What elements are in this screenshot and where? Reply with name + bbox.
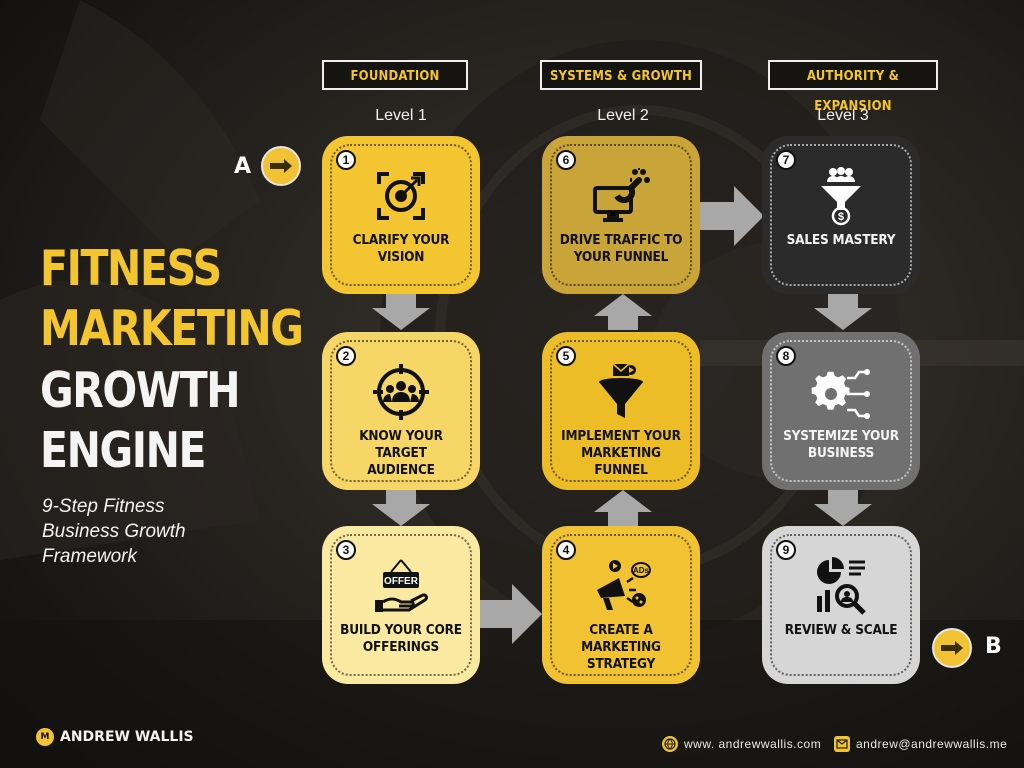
arrow-step5-to-step6 bbox=[594, 294, 652, 330]
step-label-2-line-1: KNOW YOUR TARGET bbox=[359, 428, 443, 461]
arrow-step2-to-step3 bbox=[372, 490, 430, 526]
title-marketing: MARKETING bbox=[40, 300, 304, 357]
gear-icon bbox=[811, 369, 870, 419]
step-label-4-line-1: CREATE A MARKETING bbox=[581, 622, 661, 655]
arrow-step6-to-step7 bbox=[700, 186, 764, 246]
step-card-4: 4 ADs CREATE A MARKETING STRATEGY bbox=[542, 526, 700, 684]
end-marker-letter: B bbox=[985, 634, 1002, 659]
arrow-step8-to-step9 bbox=[814, 490, 872, 526]
arrow-step4-to-step5 bbox=[594, 490, 652, 526]
start-arrow-icon bbox=[261, 146, 301, 186]
step-card-9: 9 REVIEW & SCALE bbox=[762, 526, 920, 684]
step-card-3: 3 OFFER BUILD YOUR CORE OFFERINGS bbox=[322, 526, 480, 684]
step-card-2-frame: 2 KNOW YOUR TARGET AUDIENCE bbox=[330, 340, 472, 482]
step-label-1-line-2: VISION bbox=[377, 249, 425, 265]
level-2-label: Level 2 bbox=[597, 107, 649, 124]
step-card-8-frame: 8 SYSTEMIZE YOUR BUSINESS bbox=[770, 340, 912, 482]
arrow-step7-to-step8 bbox=[814, 294, 872, 330]
step-label-7-line-1: SALES MASTERY bbox=[786, 232, 896, 248]
step-card-4-frame: 4 ADs CREATE A MARKETING STRATEGY bbox=[550, 534, 692, 676]
target-icon bbox=[377, 172, 425, 220]
step-number-9: 9 bbox=[776, 540, 796, 560]
step-label-1: CLARIFY YOUR VISION bbox=[336, 232, 466, 266]
funnel-icon bbox=[599, 363, 643, 418]
step-label-4-line-2: STRATEGY bbox=[586, 656, 656, 672]
end-arrow-icon bbox=[932, 628, 972, 668]
step-card-1: 1 CLARIFY YOUR VISION bbox=[322, 136, 480, 294]
step-number-8: 8 bbox=[776, 346, 796, 366]
level-1-header: FOUNDATION bbox=[322, 60, 468, 90]
subtitle-line-1: 9-Step Fitness bbox=[42, 496, 165, 517]
step-label-8-line-1: SYSTEMIZE YOUR bbox=[783, 428, 899, 444]
brand-name: ANDREW WALLIS bbox=[60, 729, 194, 745]
website-link[interactable]: www. andrewwallis.com bbox=[662, 736, 821, 752]
title-engine: ENGINE bbox=[40, 422, 207, 479]
step-label-6-line-1: DRIVE TRAFFIC TO bbox=[559, 232, 683, 248]
subtitle: 9-Step Fitness Business Growth Framework bbox=[42, 494, 242, 569]
step-label-6-line-2: YOUR FUNNEL bbox=[573, 249, 669, 265]
step-label-3: BUILD YOUR CORE OFFERINGS bbox=[336, 622, 466, 656]
brand-logo-icon: М bbox=[36, 728, 54, 746]
step-label-4: CREATE A MARKETING STRATEGY bbox=[556, 622, 686, 673]
step-label-3-line-2: OFFERINGS bbox=[362, 639, 440, 655]
step-label-9: REVIEW & SCALE bbox=[776, 622, 906, 639]
brand: М ANDREW WALLIS bbox=[36, 728, 194, 746]
title-fitness: FITNESS bbox=[40, 240, 222, 297]
step-card-7-frame: 7 $ SALES MASTERY bbox=[770, 144, 912, 286]
step-card-7: 7 $ SALES MASTERY bbox=[762, 136, 920, 294]
step-number-5: 5 bbox=[556, 346, 576, 366]
offer-hand-icon: OFFER bbox=[375, 559, 428, 612]
email-text[interactable]: andrew@andrewwallis.me bbox=[856, 737, 1008, 751]
step-number-6: 6 bbox=[556, 150, 576, 170]
step-card-8: 8 SYSTEMIZE YOUR BUSINESS bbox=[762, 332, 920, 490]
step-card-6: 6 DRIVE TRAFFIC TO YOUR FUNNEL bbox=[542, 136, 700, 294]
magnet-monitor-icon bbox=[593, 168, 650, 222]
level-3-label: Level 3 bbox=[817, 107, 869, 124]
step-label-5: IMPLEMENT YOUR MARKETING FUNNEL bbox=[556, 428, 686, 479]
step-label-3-line-1: BUILD YOUR CORE bbox=[340, 622, 462, 638]
mail-icon bbox=[834, 736, 850, 752]
arrow-step3-to-step4 bbox=[478, 584, 542, 644]
ads-bubble-text: ADs bbox=[633, 566, 650, 575]
step-label-2-line-2: AUDIENCE bbox=[367, 462, 435, 478]
step-label-6: DRIVE TRAFFIC TO YOUR FUNNEL bbox=[556, 232, 686, 266]
step-label-8: SYSTEMIZE YOUR BUSINESS bbox=[776, 428, 906, 462]
step-card-5-frame: 5 IMPLEMENT YOUR MARKETING FUNNEL bbox=[550, 340, 692, 482]
start-marker-letter: A bbox=[234, 154, 252, 179]
step-number-1: 1 bbox=[336, 150, 356, 170]
step-number-4: 4 bbox=[556, 540, 576, 560]
step-number-3: 3 bbox=[336, 540, 356, 560]
level-2-header: SYSTEMS & GROWTH bbox=[540, 60, 702, 90]
step-card-9-frame: 9 REVIEW & SCALE bbox=[770, 534, 912, 676]
step-label-8-line-2: BUSINESS bbox=[807, 445, 875, 461]
subtitle-line-3: Framework bbox=[42, 546, 138, 567]
title-growth: GROWTH bbox=[40, 362, 241, 419]
offer-tag-text: OFFER bbox=[384, 576, 419, 587]
step-card-2: 2 KNOW YOUR TARGET AUDIENCE bbox=[322, 332, 480, 490]
step-card-3-frame: 3 OFFER BUILD YOUR CORE OFFERINGS bbox=[330, 534, 472, 676]
megaphone-icon: ADs bbox=[597, 560, 651, 610]
step-card-5: 5 IMPLEMENT YOUR MARKETING FUNNEL bbox=[542, 332, 700, 490]
globe-icon bbox=[662, 736, 678, 752]
step-number-2: 2 bbox=[336, 346, 356, 366]
level-3-header: AUTHORITY & EXPANSION bbox=[768, 60, 938, 114]
step-card-1-frame: 1 CLARIFY YOUR VISION bbox=[330, 144, 472, 286]
step-card-6-frame: 6 DRIVE TRAFFIC TO YOUR FUNNEL bbox=[550, 144, 692, 286]
arrow-step1-to-step2 bbox=[372, 294, 430, 330]
sales-funnel-icon: $ bbox=[821, 167, 861, 226]
step-label-5-line-1: IMPLEMENT YOUR bbox=[561, 428, 681, 444]
level-1-label: Level 1 bbox=[375, 107, 427, 124]
step-label-5-line-2: MARKETING FUNNEL bbox=[581, 445, 661, 478]
analytics-icon bbox=[817, 557, 866, 615]
step-label-1-line-1: CLARIFY YOUR bbox=[352, 232, 450, 248]
step-number-7: 7 bbox=[776, 150, 796, 170]
subtitle-line-2: Business Growth bbox=[42, 521, 186, 542]
dollar-sign-text: $ bbox=[838, 211, 844, 223]
step-label-2: KNOW YOUR TARGET AUDIENCE bbox=[336, 428, 466, 479]
audience-target-icon bbox=[373, 364, 429, 420]
step-label-7: SALES MASTERY bbox=[776, 232, 906, 249]
website-text[interactable]: www. andrewwallis.com bbox=[684, 737, 822, 751]
email-link[interactable]: andrew@andrewwallis.me bbox=[834, 736, 1007, 752]
step-label-9-line-1: REVIEW & SCALE bbox=[784, 622, 898, 638]
